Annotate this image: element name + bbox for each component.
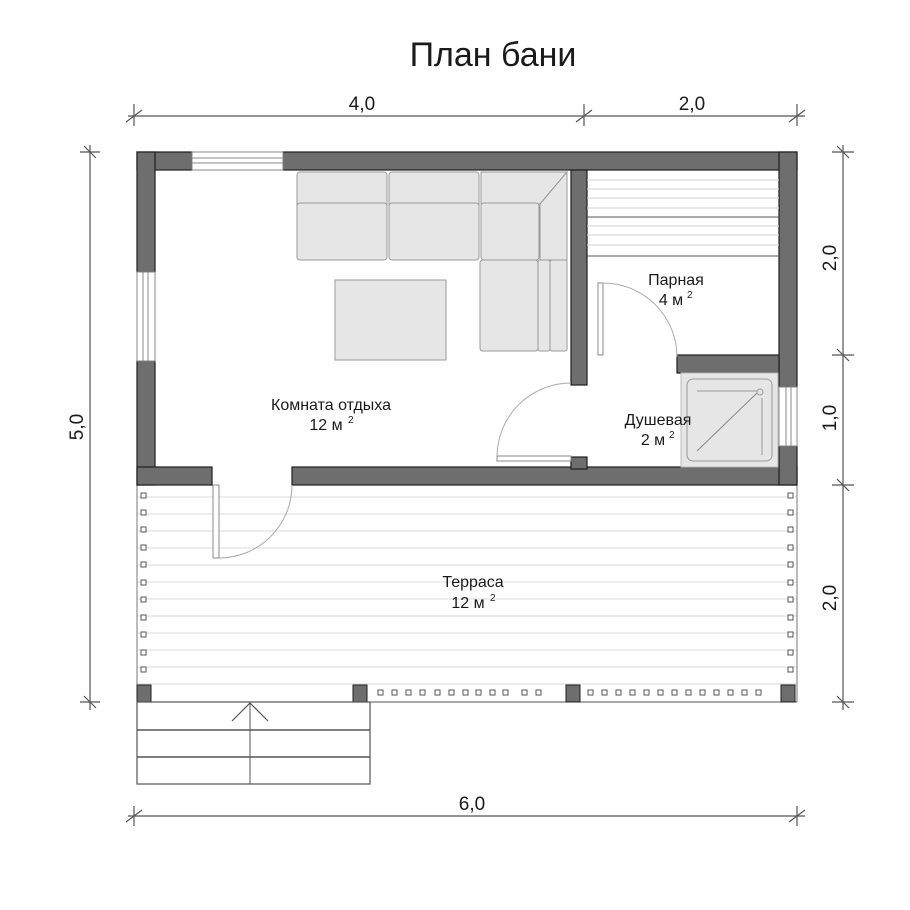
shower-tray — [680, 372, 779, 468]
dim-right-mid: 1,0 — [820, 405, 841, 431]
room-rest-name: Комната отдыха — [271, 397, 391, 414]
room-rest-sup: 2 — [348, 415, 354, 426]
stairs-arrow-icon — [231, 702, 269, 722]
room-steam-area: 4 м — [659, 292, 683, 309]
room-terrace: Терраса 12 м 2 — [442, 574, 503, 612]
shower-drain-icon — [756, 388, 764, 396]
plan-title: План бани — [410, 36, 577, 74]
room-shower-sup: 2 — [669, 430, 675, 441]
room-steam: Парная 4 м 2 — [648, 272, 704, 309]
dim-top-left: 4,0 — [349, 94, 375, 115]
walls — [136, 151, 798, 486]
dim-left-total: 5,0 — [67, 414, 88, 440]
room-terrace-name: Терраса — [442, 574, 503, 591]
terrace — [136, 485, 798, 703]
room-rest-area: 12 м — [309, 417, 342, 434]
room-steam-name: Парная — [648, 272, 704, 289]
coffee-table — [334, 279, 447, 361]
dim-top-right: 2,0 — [679, 94, 705, 115]
entrance-stairs — [136, 701, 371, 785]
dimension-lines — [80, 104, 854, 826]
sauna-benches — [587, 179, 779, 257]
dim-right-bottom: 2,0 — [820, 585, 841, 611]
room-terrace-sup: 2 — [490, 593, 496, 604]
corner-sofa — [296, 170, 569, 352]
dim-bottom-total: 6,0 — [459, 794, 485, 815]
door-rest-to-shower — [496, 382, 572, 462]
room-shower-name: Душевая — [625, 412, 692, 429]
doors — [212, 282, 678, 559]
window-top — [191, 151, 284, 171]
windows — [136, 151, 798, 447]
railing-balusters — [140, 492, 794, 696]
room-terrace-area: 12 м — [451, 595, 484, 612]
room-shower-area: 2 м — [641, 432, 665, 449]
window-left — [136, 271, 156, 362]
room-steam-sup: 2 — [687, 290, 693, 301]
room-rest: Комната отдыха 12 м 2 — [271, 397, 391, 434]
window-shower — [778, 386, 798, 447]
door-entrance — [212, 484, 293, 559]
room-shower: Душевая 2 м 2 — [625, 412, 692, 449]
dim-right-top: 2,0 — [820, 245, 841, 271]
door-steam-room — [597, 282, 678, 358]
